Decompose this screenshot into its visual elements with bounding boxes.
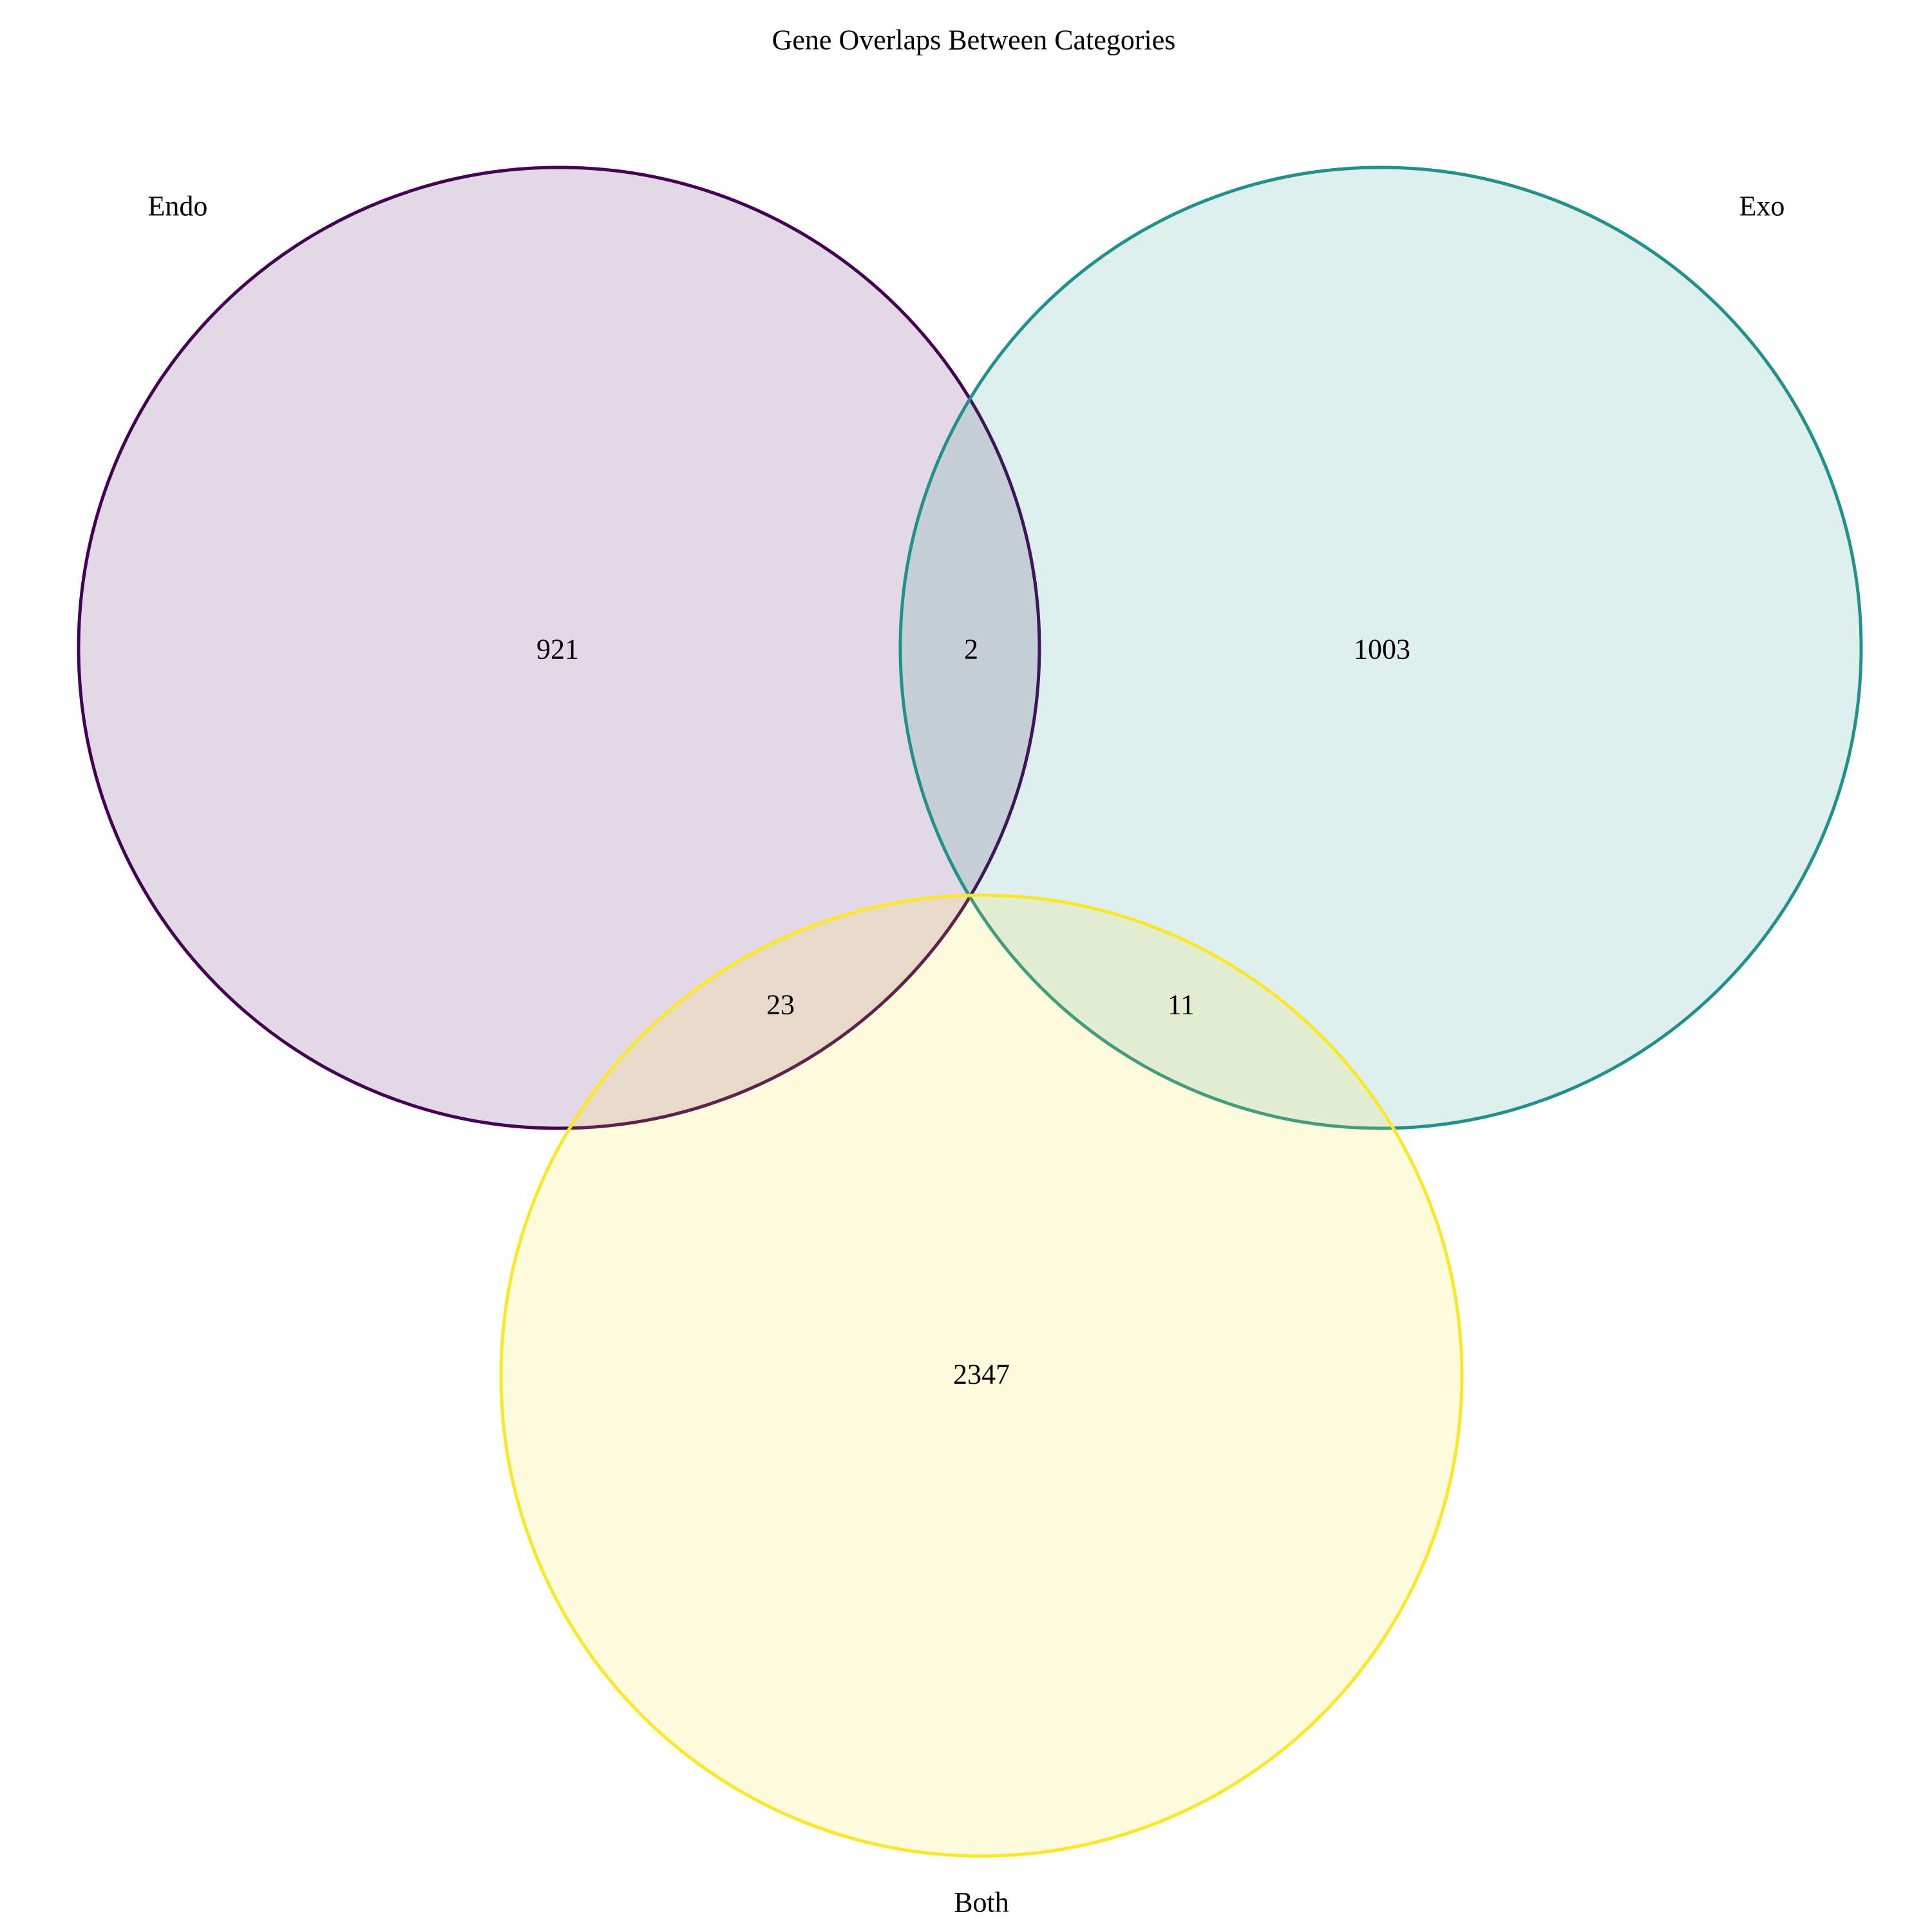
diagram-title: Gene Overlaps Between Categories <box>772 24 1176 56</box>
count-endo-exo: 2 <box>964 634 978 665</box>
set-label-endo: Endo <box>148 191 208 222</box>
set-label-exo: Exo <box>1739 191 1785 222</box>
count-exo-only: 1003 <box>1354 634 1410 665</box>
exo-circle <box>898 166 1863 1130</box>
count-exo-both: 11 <box>1168 989 1195 1021</box>
count-both-only: 2347 <box>953 1359 1010 1390</box>
set-label-both: Both <box>954 1887 1009 1918</box>
count-endo-both: 23 <box>766 989 795 1021</box>
count-endo-only: 921 <box>536 634 579 665</box>
both-circle <box>499 893 1464 1858</box>
endo-circle <box>77 166 1041 1130</box>
